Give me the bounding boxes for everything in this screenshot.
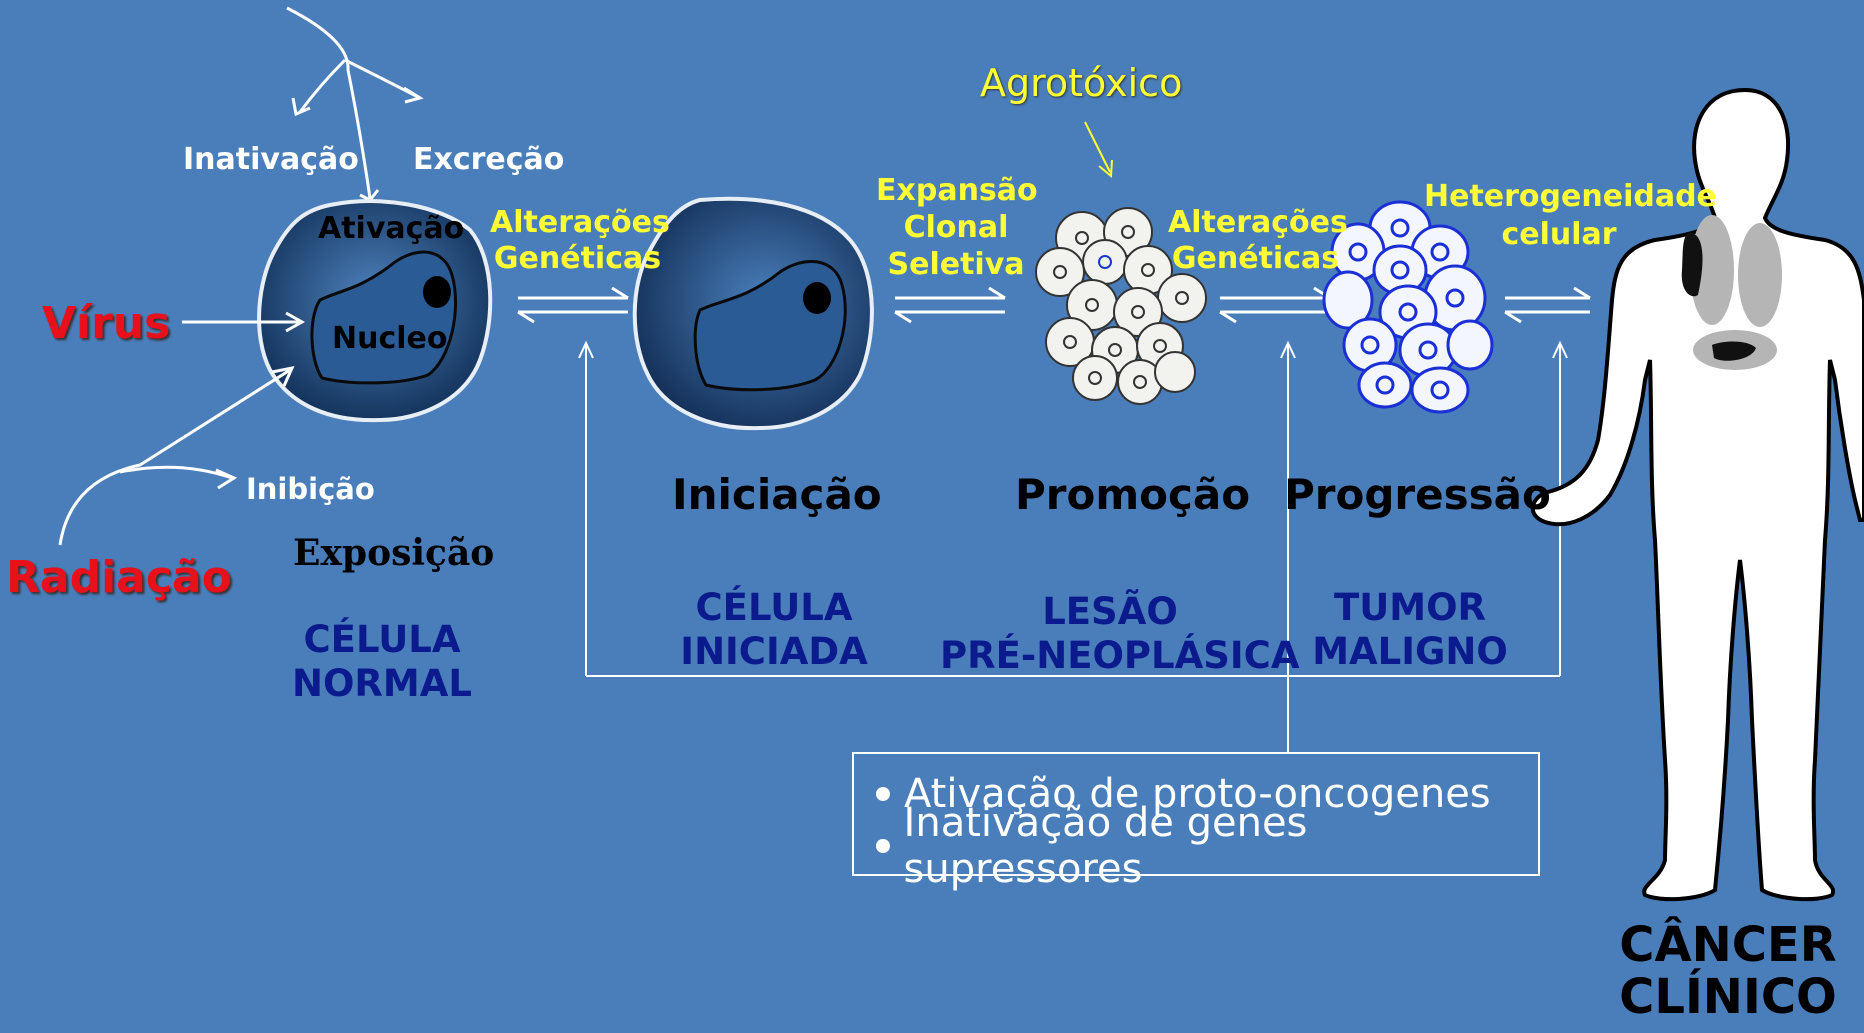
celltype-tumor-line1: TUMOR xyxy=(1333,586,1487,629)
label-alteracoes-1: Alterações Genéticas xyxy=(490,205,670,276)
celltype-normal: CÉLULA NORMAL xyxy=(282,618,482,707)
label-expansao: Expansão Clonal Seletiva xyxy=(876,173,1038,282)
preneoplastic-cluster xyxy=(1035,207,1207,405)
lung-right xyxy=(1738,223,1782,327)
label-heterogeneidade: Heterogeneidade celular xyxy=(1424,179,1717,252)
alteracoes-1-line1: Alterações xyxy=(490,205,670,240)
celltype-lesao-line2: PRÉ-NEOPLÁSICA xyxy=(940,634,1300,678)
stage-iniciacao: Iniciação xyxy=(672,470,882,519)
celltype-tumor-line2: MALIGNO xyxy=(1312,630,1508,674)
lung-tumor xyxy=(1681,232,1703,297)
bullet-icon xyxy=(876,787,890,801)
expansao-line2: Clonal xyxy=(903,210,1009,245)
equilibrium-arrows xyxy=(517,286,1591,324)
normal-cell-nucleus xyxy=(310,250,458,385)
celltype-lesao-line1: LESÃO xyxy=(1042,590,1178,633)
mechanism-item: Inativação de genes supressores xyxy=(876,800,1538,892)
malignant-cluster xyxy=(1322,200,1494,414)
alteracoes-2-line1: Alterações xyxy=(1168,205,1348,240)
label-radiacao: Radiação xyxy=(6,552,232,603)
mechanism-text: Ativação de proto-oncogenes xyxy=(904,771,1491,817)
stomach-tumor xyxy=(1712,341,1756,361)
alteracoes-1-line2: Genéticas xyxy=(493,241,662,276)
celltype-cancer-line2: CLÍNICO xyxy=(1619,968,1837,1025)
stage-promocao: Promoção xyxy=(1015,470,1251,519)
label-alteracoes-2: Alterações Genéticas xyxy=(1168,205,1348,276)
alteracoes-2-line2: Genéticas xyxy=(1171,241,1340,276)
label-excrecao: Excreção xyxy=(413,142,565,177)
label-nucleo: Nucleo xyxy=(332,321,448,356)
human-silhouette xyxy=(1530,87,1864,902)
expansao-line3: Seletiva xyxy=(887,247,1025,282)
radiation-arrow xyxy=(58,365,295,546)
celltype-tumor: TUMOR MALIGNO xyxy=(1310,586,1510,675)
mechanism-text: Inativação de genes supressores xyxy=(903,800,1308,892)
label-inibicao: Inibição xyxy=(246,472,375,506)
heterogeneidade-line1: Heterogeneidade xyxy=(1424,179,1717,214)
label-inativacao: Inativação xyxy=(183,142,359,177)
agrotoxico-pointer xyxy=(1084,121,1113,179)
celltype-iniciada-line1: CÉLULA xyxy=(695,586,853,629)
initiated-cell-nucleolus xyxy=(803,282,831,314)
celltype-iniciada: CÉLULA INICIADA xyxy=(668,586,880,675)
heterogeneidade-line2: celular xyxy=(1501,217,1617,252)
celltype-cancer-line1: CÂNCER xyxy=(1619,917,1837,973)
label-exposicao: Exposição xyxy=(293,532,495,574)
virus-arrow xyxy=(182,311,306,333)
expansao-line1: Expansão xyxy=(876,173,1038,208)
label-virus: Vírus xyxy=(42,298,171,349)
label-ativacao: Ativação xyxy=(318,211,465,246)
label-agrotoxico: Agrotóxico xyxy=(980,61,1183,105)
celltype-cancer: CÂNCER CLÍNICO xyxy=(1608,917,1848,1025)
celltype-lesao: LESÃO PRÉ-NEOPLÁSICA xyxy=(940,590,1300,679)
mechanisms-box: Ativação de proto-oncogenes Inativação d… xyxy=(852,752,1540,892)
celltype-iniciada-line2: INICIADA xyxy=(680,630,868,674)
lung-left xyxy=(1690,215,1734,325)
celltype-normal-line2: NORMAL xyxy=(292,662,472,706)
metabolism-arrows xyxy=(286,6,424,202)
stage-progressao: Progressão xyxy=(1284,470,1551,519)
mechanism-item: Ativação de proto-oncogenes xyxy=(876,768,1538,820)
normal-cell-nucleolus xyxy=(423,276,451,308)
bullet-icon xyxy=(876,839,890,853)
celltype-normal-line1: CÉLULA xyxy=(303,618,461,661)
